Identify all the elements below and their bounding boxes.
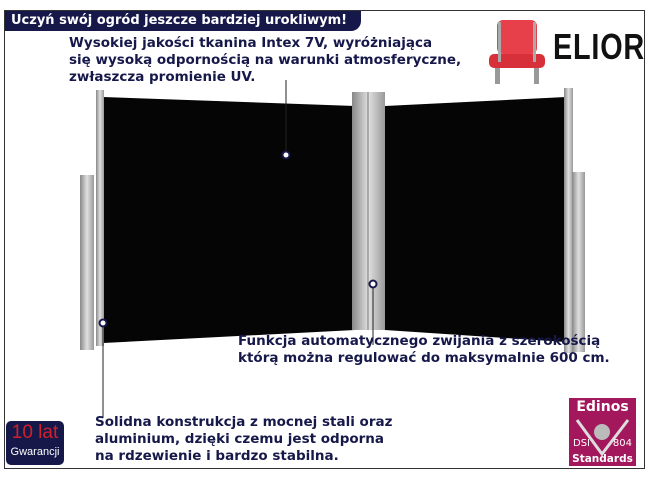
callout-dot-construction (98, 318, 108, 328)
callout-dot-retract (368, 279, 378, 289)
callout-dot-fabric (281, 150, 291, 160)
right-front-pole (572, 172, 585, 352)
chair-icon (489, 20, 545, 84)
warranty-years: 10 lat (11, 422, 59, 443)
warranty-badge: 10 lat Gwarancji (6, 421, 64, 465)
content-frame: Uczyń swój ogród jeszcze bardziej urokli… (4, 10, 645, 469)
brand-logo: ELIOR (553, 26, 646, 67)
left-screen (103, 97, 355, 343)
left-front-pole (80, 175, 94, 350)
left-back-pole (96, 90, 104, 346)
right-screen (385, 97, 566, 342)
warranty-label: Gwarancji (10, 446, 60, 458)
feature-retract-text: Funkcja automatycznego zwijania z szerok… (238, 333, 610, 366)
certificate-emblem-icon (575, 419, 630, 456)
certificate-badge: Edinos DSI 804 Standards (569, 398, 636, 466)
certificate-right: 804 (612, 438, 632, 449)
feature-construction-text: Solidna konstrukcja z mocnej stali oraz … (95, 414, 393, 464)
header-title: Uczyń swój ogród jeszcze bardziej urokli… (5, 11, 362, 31)
right-back-pole (564, 88, 573, 353)
certificate-name: Edinos (576, 399, 629, 415)
certificate-bottom: Standards (572, 453, 633, 465)
feature-fabric-text: Wysokiej jakości tkanina Intex 7V, wyróż… (69, 35, 462, 85)
certificate-left: DSI (573, 438, 590, 449)
